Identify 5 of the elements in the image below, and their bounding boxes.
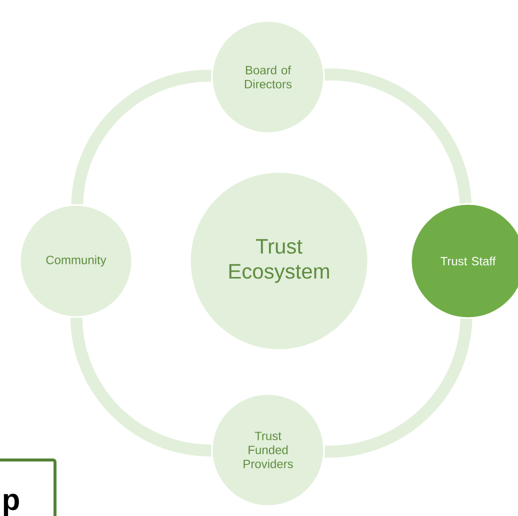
ring-arc: [324, 68, 472, 204]
ring-arc: [71, 70, 212, 205]
text-box: p: [0, 458, 56, 516]
ring-arc: [70, 317, 212, 456]
ring-arc: [324, 318, 472, 458]
